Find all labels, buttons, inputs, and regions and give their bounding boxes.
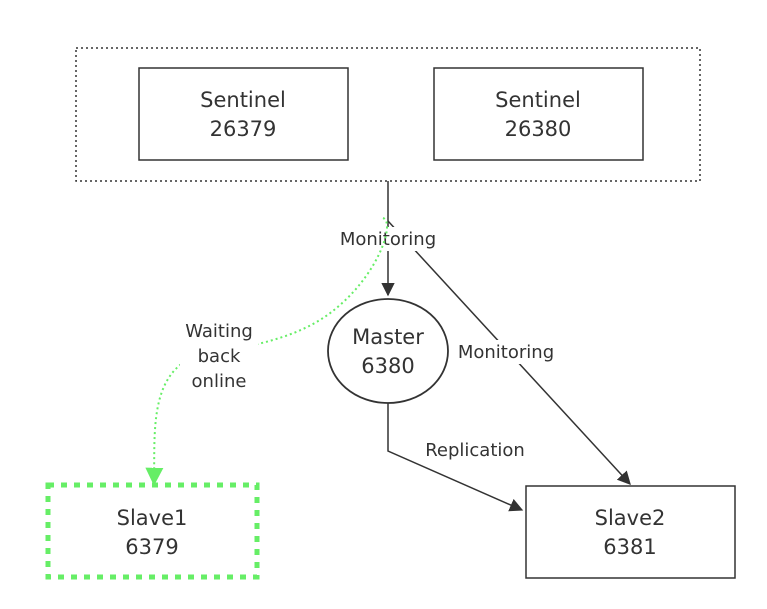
slave2-port: 6381 — [603, 535, 656, 559]
slave2-box — [525, 485, 736, 579]
label-waiting-line2: back — [198, 346, 241, 367]
slave2-title: Slave2 — [595, 506, 666, 530]
master-port: 6380 — [361, 354, 414, 378]
sentinel-node-26379: Sentinel 26379 — [138, 67, 349, 161]
slave1-title: Slave1 — [117, 506, 188, 530]
edge-waiting-back-online — [145, 217, 388, 486]
sentinel-box — [138, 67, 349, 161]
slave1-box — [45, 482, 260, 580]
master-ellipse — [327, 298, 449, 404]
sentinel-title: Sentinel — [495, 88, 581, 112]
label-bg — [333, 227, 443, 251]
slave1-port: 6379 — [125, 535, 178, 559]
label-waiting-line1: Waiting — [185, 321, 253, 342]
label-bg — [451, 340, 561, 364]
slave2-node: Slave2 6381 — [525, 485, 736, 579]
label-waiting-line3: online — [192, 371, 247, 392]
master-title: Master — [352, 325, 424, 349]
sentinel-port: 26380 — [505, 117, 572, 141]
sentinel-group — [75, 47, 701, 182]
sentinel-port: 26379 — [210, 117, 277, 141]
sentinel-title: Sentinel — [200, 88, 286, 112]
label-bg — [180, 318, 258, 390]
master-node: Master 6380 — [327, 298, 449, 404]
sentinel-node-26380: Sentinel 26380 — [433, 67, 644, 161]
label-replication: Replication — [425, 440, 525, 461]
sentinel-box — [433, 67, 644, 161]
label-bg — [420, 438, 530, 462]
slave1-node: Slave1 6379 — [45, 482, 260, 580]
edge-replication — [387, 403, 524, 512]
label-monitoring-slave2: Monitoring — [458, 342, 554, 363]
label-monitoring-master: Monitoring — [340, 229, 436, 250]
